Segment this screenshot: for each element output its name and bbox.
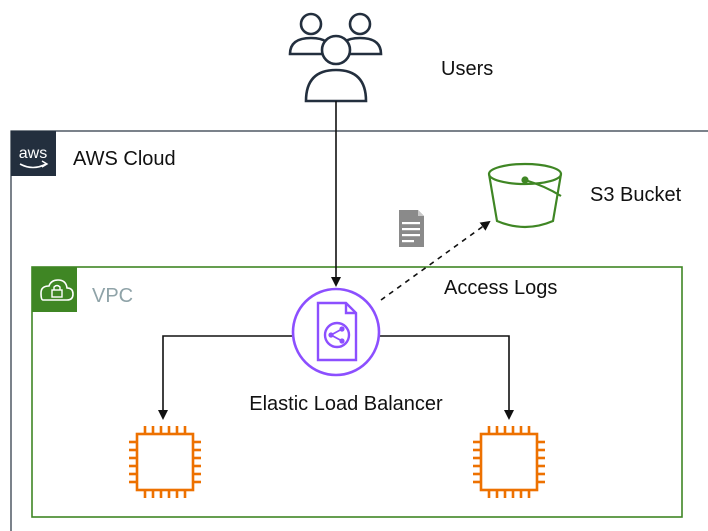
ec2-instance-icon <box>473 426 545 498</box>
aws-cloud-border <box>10 130 708 531</box>
chip-body <box>135 432 195 492</box>
ec2-instance-icon <box>129 426 201 498</box>
edge-elb-to-instance-left <box>158 335 294 420</box>
elastic-load-balancer-label: Elastic Load Balancer <box>249 393 443 415</box>
edges <box>158 101 514 420</box>
s3-bucket-label: S3 Bucket <box>590 184 682 206</box>
s3-bucket-icon <box>487 162 563 229</box>
aws-logo-text: aws <box>19 145 47 162</box>
log-file-icon <box>399 210 424 247</box>
users-icon <box>288 12 383 103</box>
chip-body <box>479 432 539 492</box>
edge-elb-to-instance-right <box>378 335 514 420</box>
vpc-label: VPC <box>92 285 133 307</box>
aws-cloud-group: aws AWS Cloud <box>10 130 708 531</box>
aws-logo-icon: aws <box>11 131 56 176</box>
aws-cloud-label: AWS Cloud <box>73 148 176 170</box>
elastic-load-balancer-icon <box>291 287 381 377</box>
vpc-border <box>31 266 683 518</box>
edge-elb-to-s3 <box>380 220 491 301</box>
vpc-cloud-lock-icon <box>32 267 77 312</box>
users-label: Users <box>441 58 493 80</box>
access-logs-label: Access Logs <box>444 277 557 299</box>
vpc-group: VPC <box>31 266 683 518</box>
